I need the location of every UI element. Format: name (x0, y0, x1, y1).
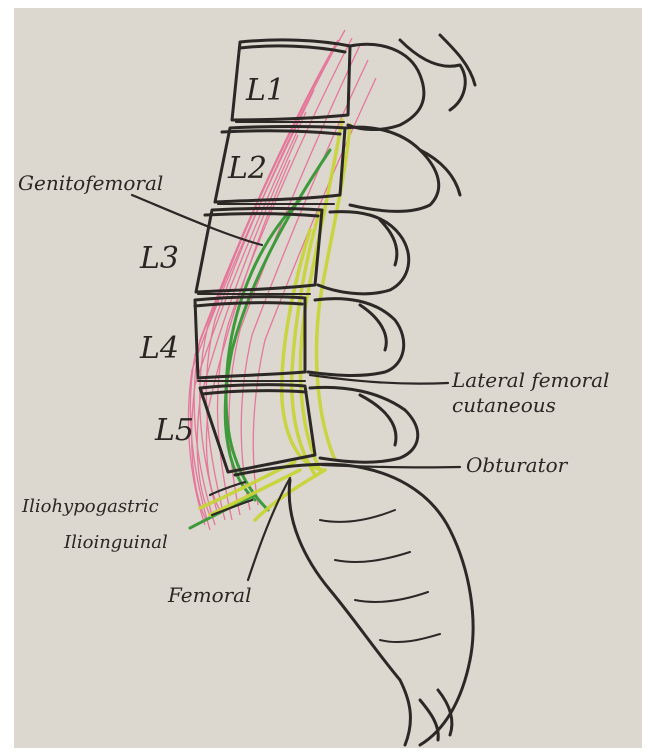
label-femoral: Femoral (167, 583, 252, 607)
label-iliohypogastric: Iliohypogastric (21, 496, 159, 517)
label-l2: L2 (227, 151, 267, 186)
label-l1: L1 (245, 73, 285, 108)
label-cutaneous: cutaneous (452, 393, 556, 417)
label-l5: L5 (154, 413, 194, 448)
label-l4: L4 (139, 331, 179, 366)
label-obturator: Obturator (466, 453, 569, 477)
label-lateral-femoral: Lateral femoral (451, 368, 609, 392)
label-genitofemoral: Genitofemoral (18, 171, 163, 195)
label-ilioinguinal: Ilioinguinal (63, 532, 168, 553)
label-l3: L3 (139, 241, 179, 276)
